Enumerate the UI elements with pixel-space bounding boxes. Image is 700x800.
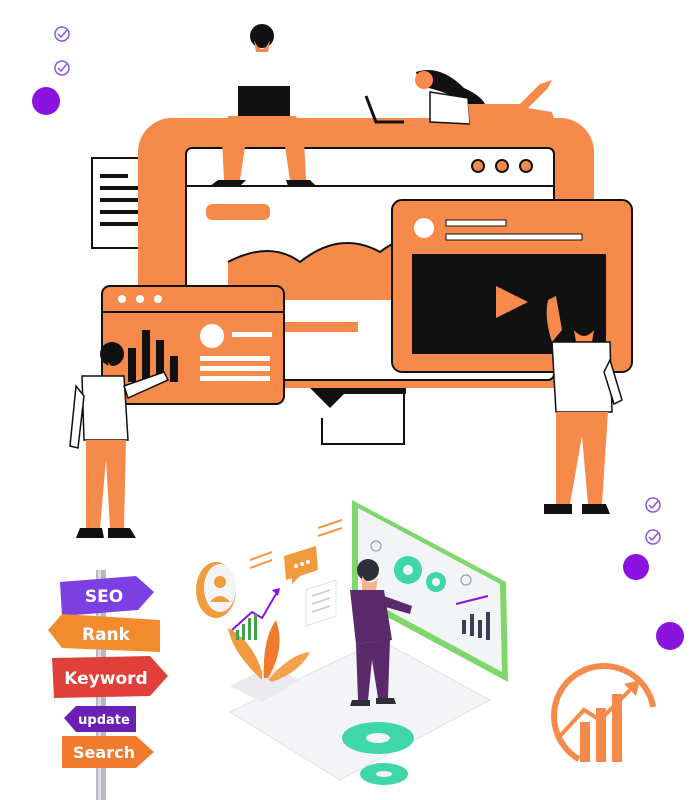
stats-window [101,285,285,405]
check-circle-icon [645,529,661,545]
purple-dot [623,554,649,580]
purple-dot [32,87,60,115]
trend-up-icon [231,588,280,640]
growth-chart-logo [551,663,657,769]
person-lying-laptop [364,70,556,126]
document-icon [305,579,337,627]
presentation-board [352,500,508,682]
sign-seo: SEO [60,576,154,616]
signpost: SEO Rank Keyword update Search [48,570,168,800]
sign-label: SEO [85,587,123,607]
sign-label: update [78,713,130,728]
man-presenting [350,559,412,706]
play-icon [496,286,528,318]
sign-label: Rank [82,625,131,645]
sign-label: Search [73,743,135,762]
gear-icon [342,722,414,785]
purple-dot [656,622,684,650]
sign-label: Keyword [64,669,147,689]
isometric-scene [196,500,508,785]
check-circle-icon [54,26,70,42]
chat-icon [284,546,318,584]
person-pointing [544,296,623,514]
sign-keyword: Keyword [52,656,168,698]
plant [228,620,310,702]
sign-search: Search [62,736,154,768]
user-icon [196,562,236,618]
person-sitting-laptop [210,24,316,186]
sign-update: update [64,706,136,732]
person-standing [69,342,170,538]
check-circle-icon [54,60,70,76]
check-circle-icon [645,497,661,513]
sign-rank: Rank [48,614,160,652]
